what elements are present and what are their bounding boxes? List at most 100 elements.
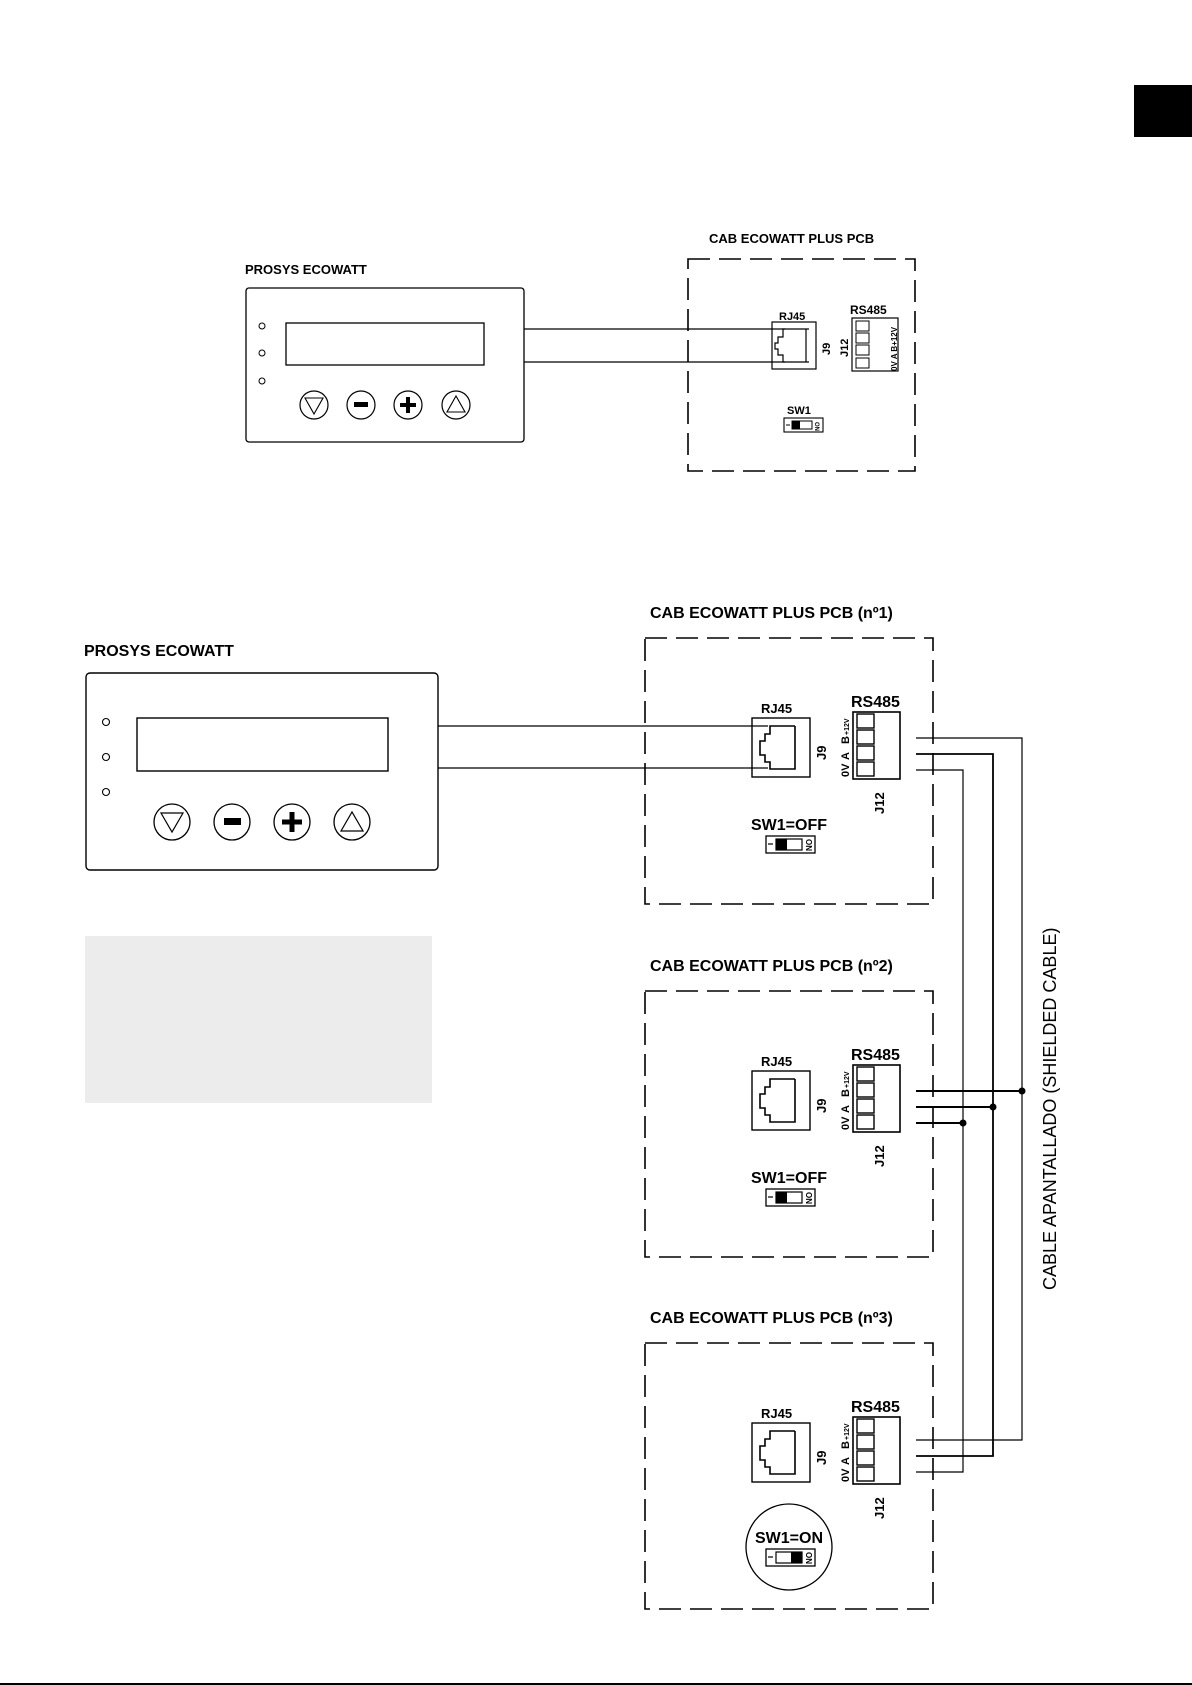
pcb-board-1: CAB ECOWATT PLUS PCB (nº1)RJ45J9RS4850VA… [644, 605, 934, 905]
down-arrow-icon [159, 812, 185, 834]
bus-wire-0v [916, 769, 964, 1473]
down-button[interactable] [153, 803, 191, 841]
up-button[interactable] [441, 390, 471, 420]
terminal-pin[interactable] [856, 1418, 875, 1434]
pin-label-b: B [840, 1441, 852, 1449]
plus-button[interactable] [273, 803, 311, 841]
terminal-pin[interactable] [856, 1466, 875, 1482]
minus-icon [354, 402, 368, 407]
controller-housing [245, 287, 525, 443]
led-indicator [101, 752, 111, 762]
up-arrow-icon [339, 810, 365, 832]
terminal-pin[interactable] [856, 1098, 875, 1114]
sw1-dip-switch[interactable]: ON [765, 835, 816, 854]
pin-label-12v: +12V [844, 1423, 851, 1440]
terminal-pin[interactable] [856, 1082, 875, 1098]
pin-label-12v: +12V [844, 718, 851, 735]
pin-label-0v: 0V [840, 763, 852, 777]
bottom-diagram: PROSYS ECOWATT [84, 605, 1060, 1610]
rj45-port-icon [759, 1430, 796, 1475]
terminal-pin[interactable] [856, 1450, 875, 1466]
terminal-pin[interactable] [856, 1114, 875, 1130]
bottom-controller-title: PROSYS ECOWATT [84, 643, 234, 660]
plus-icon [400, 397, 416, 413]
j9-label: J9 [814, 1099, 829, 1113]
rs485-terminal-block [852, 1064, 901, 1133]
rs485-label: RS485 [851, 694, 900, 711]
junction-dot [989, 1103, 997, 1111]
pin-label-a: A [840, 1457, 852, 1465]
pcb-boundary [644, 637, 934, 905]
rs485-label: RS485 [850, 303, 887, 317]
terminal-pin[interactable] [856, 729, 875, 745]
switch-on-label: ON [813, 422, 819, 431]
rj45-cable [438, 725, 768, 769]
pcb-title: CAB ECOWATT PLUS PCB (nº2) [650, 958, 893, 975]
terminal-pin[interactable] [856, 1434, 875, 1450]
terminal-pin[interactable] [855, 344, 870, 356]
rj45-connector[interactable] [751, 1070, 811, 1131]
rj45-label: RJ45 [761, 1054, 792, 1069]
rj45-label: RJ45 [761, 701, 792, 716]
rj45-connector[interactable] [771, 321, 817, 370]
rj45-label: RJ45 [779, 311, 805, 323]
terminal-pin[interactable] [855, 357, 870, 369]
sw1-dip-switch[interactable]: ON [765, 1188, 816, 1207]
lcd-display [285, 322, 485, 366]
minus-button[interactable] [213, 803, 251, 841]
j12-label: J12 [872, 1145, 887, 1167]
up-arrow-icon [446, 394, 466, 413]
rs485-terminal-block [852, 1416, 901, 1485]
top-diagram: PROSYS ECOWATT [245, 231, 916, 472]
rs485-terminal-block [851, 317, 899, 372]
minus-icon [224, 818, 241, 825]
terminal-pin[interactable] [856, 713, 875, 729]
rj45-connector[interactable] [751, 1422, 811, 1483]
bottom-controller [85, 672, 439, 871]
switch-on-label: ON [804, 839, 813, 851]
pcb-board-2: CAB ECOWATT PLUS PCB (nº2)RJ45J9RS4850VA… [644, 958, 934, 1258]
up-button[interactable] [333, 803, 371, 841]
rj45-port-icon [774, 328, 809, 363]
j12-label: J12 [872, 1497, 887, 1519]
pcb-board-3: CAB ECOWATT PLUS PCB (nº3)RJ45J9RS4850VA… [644, 1310, 934, 1610]
terminal-pin[interactable] [855, 332, 870, 344]
bus-wire-b [916, 737, 1023, 1441]
sw1-dip-switch[interactable]: ON [765, 1548, 816, 1567]
switch-on-label: ON [804, 1192, 813, 1204]
pin-label-0v: 0V [840, 1116, 852, 1130]
controller-housing [85, 672, 439, 871]
junction-dot [959, 1119, 967, 1127]
terminal-pin[interactable] [856, 761, 875, 777]
pcb-title: CAB ECOWATT PLUS PCB (nº3) [650, 1310, 893, 1327]
terminal-pin[interactable] [855, 320, 870, 332]
j9-label: J9 [814, 746, 829, 760]
rj45-connector[interactable] [751, 717, 811, 778]
lcd-display [136, 717, 389, 772]
led-indicator [101, 787, 111, 797]
led-indicator [258, 377, 266, 385]
pin-label-a: A [840, 752, 852, 760]
rj45-port-icon [759, 725, 796, 770]
pcb-boundary [644, 1342, 934, 1610]
down-button[interactable] [299, 390, 329, 420]
sw1-label: SW1=ON [755, 1530, 823, 1547]
terminal-pin[interactable] [856, 745, 875, 761]
rs485-pin-labels: 0V A B+12V [890, 326, 899, 371]
top-pcb-boundary [687, 258, 916, 472]
rj45-label: RJ45 [761, 1406, 792, 1421]
terminal-pin[interactable] [856, 1066, 875, 1082]
pin-label-b: B [840, 736, 852, 744]
shielded-cable-label: CABLE APANTALLADO (SHIELDED CABLE) [1040, 928, 1060, 1290]
note-box [85, 936, 432, 1103]
highlight-circle [745, 1503, 833, 1591]
rj45-cable [524, 328, 785, 363]
j12-label: J12 [872, 792, 887, 814]
j9-label: J9 [814, 1451, 829, 1465]
pin-label-b: B [840, 1089, 852, 1097]
minus-button[interactable] [346, 390, 376, 420]
down-arrow-icon [304, 397, 324, 416]
plus-button[interactable] [393, 390, 423, 420]
sw1-dip-switch[interactable]: ON [783, 417, 824, 433]
